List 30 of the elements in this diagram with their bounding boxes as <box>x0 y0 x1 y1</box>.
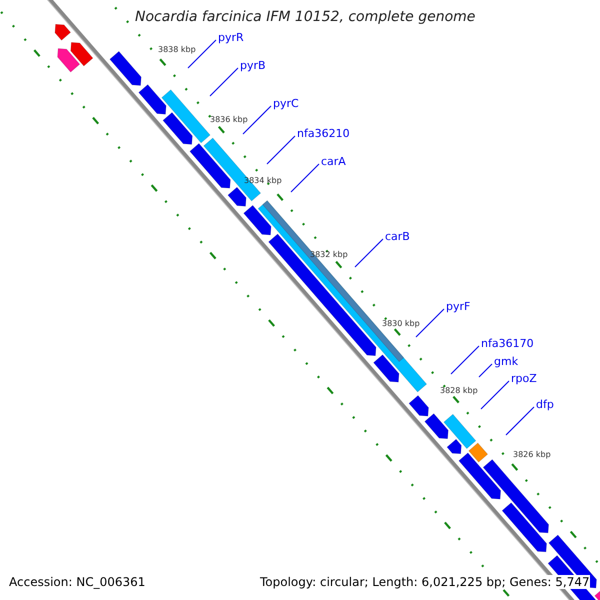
leader-line <box>188 40 216 68</box>
leader-line <box>416 308 444 338</box>
tick-label: 3838 kbp <box>158 45 196 55</box>
gene-label: nfa36170 <box>481 337 534 350</box>
gene-label: rpoZ <box>511 372 537 385</box>
accession-text: Accession: NC_006361 <box>9 575 146 589</box>
leader-line <box>354 238 384 268</box>
tick-label: 3826 kbp <box>513 450 551 460</box>
leader-line <box>266 136 296 164</box>
leader-line <box>210 68 238 96</box>
leader-line <box>480 380 510 410</box>
tick-label: 3836 kbp <box>210 115 248 125</box>
tick-label: 3830 kbp <box>382 319 420 329</box>
gene-label: pyrF <box>446 300 470 313</box>
gene-label: carA <box>321 155 346 168</box>
gene-label: gmk <box>494 355 518 368</box>
leader-line <box>506 406 534 436</box>
map-title: Nocardia farcinica IFM 10152, complete genome <box>135 9 476 26</box>
leader-line <box>242 106 272 134</box>
gene-label: pyrB <box>240 59 266 72</box>
leader-line <box>450 346 480 374</box>
tick-label: 3828 kbp <box>440 386 478 396</box>
gene-label: pyrR <box>218 31 244 44</box>
gene-label: pyrC <box>273 97 299 110</box>
leader-line <box>478 364 492 378</box>
gene-label: nfa36210 <box>297 127 350 140</box>
gene-label: dfp <box>536 398 554 411</box>
gene-label: carB <box>385 230 410 243</box>
leader-line <box>290 164 320 192</box>
genome-summary-text: Topology: circular; Length: 6,021,225 bp; Genes: 5,747 <box>260 575 590 589</box>
